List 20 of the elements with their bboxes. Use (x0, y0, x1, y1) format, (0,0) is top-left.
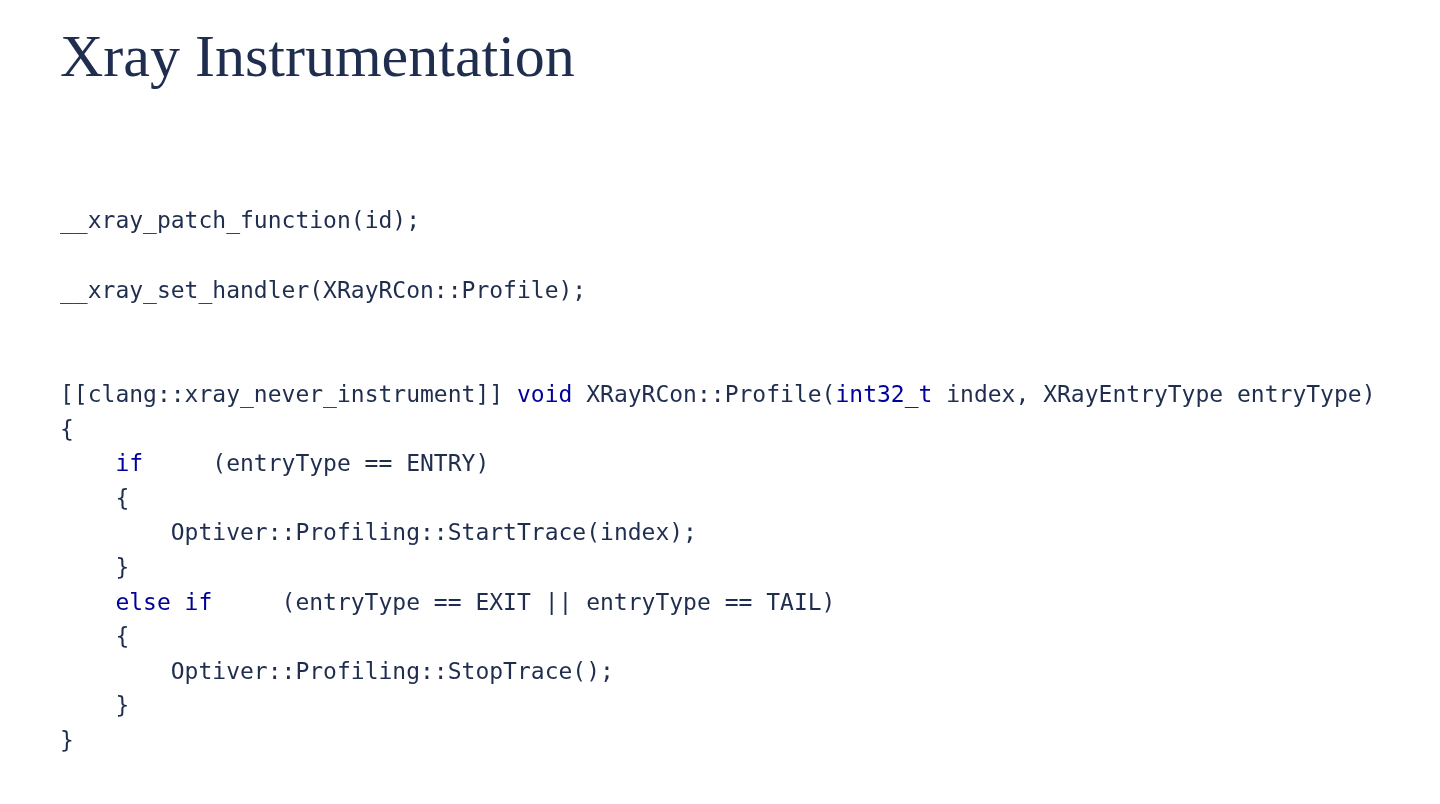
code-text: } (60, 727, 74, 753)
code-text: (entryType == ENTRY) (212, 450, 490, 476)
code-keyword: int32_t (835, 381, 933, 407)
code-keyword: void (516, 381, 573, 407)
slide-title: Xray Instrumentation (60, 22, 575, 91)
code-text: (entryType == EXIT || entryType == TAIL) (281, 589, 836, 615)
code-text: } (115, 554, 130, 580)
code-keyword: if (115, 450, 144, 476)
code-text: __xray_set_handler(XRayRCon::Profile); (60, 277, 587, 303)
code-text: index, XRayEntryType entryType) (946, 381, 1376, 407)
code-text: { (115, 485, 130, 511)
code-text: Optiver::Profiling::StopTrace(); (170, 658, 614, 684)
code-keyword: else if (115, 589, 213, 615)
code-text: } (115, 692, 130, 718)
code-text: XRayRCon::Profile( (586, 381, 836, 407)
code-text: { (115, 623, 130, 649)
code-text: Optiver::Profiling::StartTrace(index); (170, 519, 697, 545)
code-text: __xray_patch_function(id); (60, 207, 421, 233)
code-text: [[clang::xray_never_instrument]] (60, 381, 504, 407)
code-text: { (60, 416, 74, 442)
